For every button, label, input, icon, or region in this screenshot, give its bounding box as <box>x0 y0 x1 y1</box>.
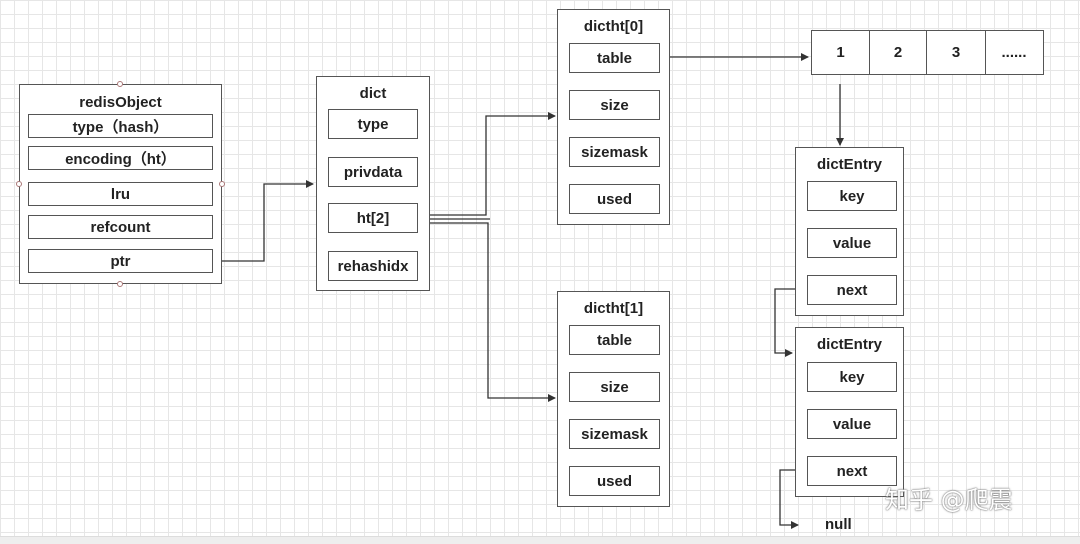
dictht1-field-used: used <box>569 466 660 496</box>
redis-object-box: redisObject type（hash） encoding（ht） lru … <box>19 84 222 284</box>
dictht0-field-sizemask: sizemask <box>569 137 660 167</box>
dict-entry-1-box: dictEntry key value next <box>795 147 904 316</box>
arrow-ht-to-dictht0 <box>418 112 556 216</box>
dict-entry-2-field-value: value <box>807 409 897 439</box>
dict-title: dict <box>359 85 387 102</box>
redis-object-field-refcount: refcount <box>28 215 213 239</box>
redis-object-field-lru: lru <box>28 182 213 206</box>
dictht1-field-sizemask: sizemask <box>569 419 660 449</box>
dict-entry-2-title: dictEntry <box>816 336 882 353</box>
dict-box: dict type privdata ht[2] rehashidx <box>316 76 430 291</box>
dict-entry-1-title: dictEntry <box>816 156 882 173</box>
dictht1-box: dictht[1] table size sizemask used <box>557 291 670 507</box>
dict-entry-2-field-key: key <box>807 362 897 392</box>
dict-field-rehashidx: rehashidx <box>328 251 418 281</box>
redis-object-field-ptr: ptr <box>28 249 213 273</box>
arrow-next-to-null <box>779 469 807 529</box>
table-array-cell-1: 1 <box>811 30 870 75</box>
arrow-ptr-to-dict <box>212 180 314 262</box>
dict-entry-1-field-next: next <box>807 275 897 305</box>
dictht0-box: dictht[0] table size sizemask used <box>557 9 670 225</box>
selection-handle[interactable] <box>16 181 22 187</box>
arrow-ht-to-dictht1 <box>418 222 556 402</box>
watermark-text: 知乎 @爬震 <box>885 486 1013 514</box>
selection-handle[interactable] <box>219 181 225 187</box>
dictht0-title: dictht[0] <box>583 18 644 35</box>
table-array-cell-3: 3 <box>926 30 986 75</box>
dict-field-type: type <box>328 109 418 139</box>
dictht0-field-table: table <box>569 43 660 73</box>
redis-object-title: redisObject <box>79 94 162 111</box>
dictht1-field-table: table <box>569 325 660 355</box>
table-array-cell-2: 2 <box>868 30 928 75</box>
selection-handle[interactable] <box>117 281 123 287</box>
dict-entry-1-field-value: value <box>807 228 897 258</box>
canvas-bottom-bar <box>0 536 1080 544</box>
dict-field-privdata: privdata <box>328 157 418 187</box>
dictht0-field-size: size <box>569 90 660 120</box>
redis-object-field-type: type（hash） <box>28 114 213 138</box>
dict-entry-2-box: dictEntry key value next <box>795 327 904 497</box>
dictht1-title: dictht[1] <box>583 300 644 317</box>
table-array-cell-more: ...... <box>984 30 1044 75</box>
null-label: null <box>825 516 852 533</box>
dictht0-field-used: used <box>569 184 660 214</box>
redis-object-field-encoding: encoding（ht） <box>28 146 213 170</box>
selection-handle[interactable] <box>117 81 123 87</box>
dict-field-ht: ht[2] <box>328 203 418 233</box>
dict-entry-2-field-next: next <box>807 456 897 486</box>
dict-entry-1-field-key: key <box>807 181 897 211</box>
arrow-next-to-entry2 <box>774 288 807 357</box>
dictht1-field-size: size <box>569 372 660 402</box>
